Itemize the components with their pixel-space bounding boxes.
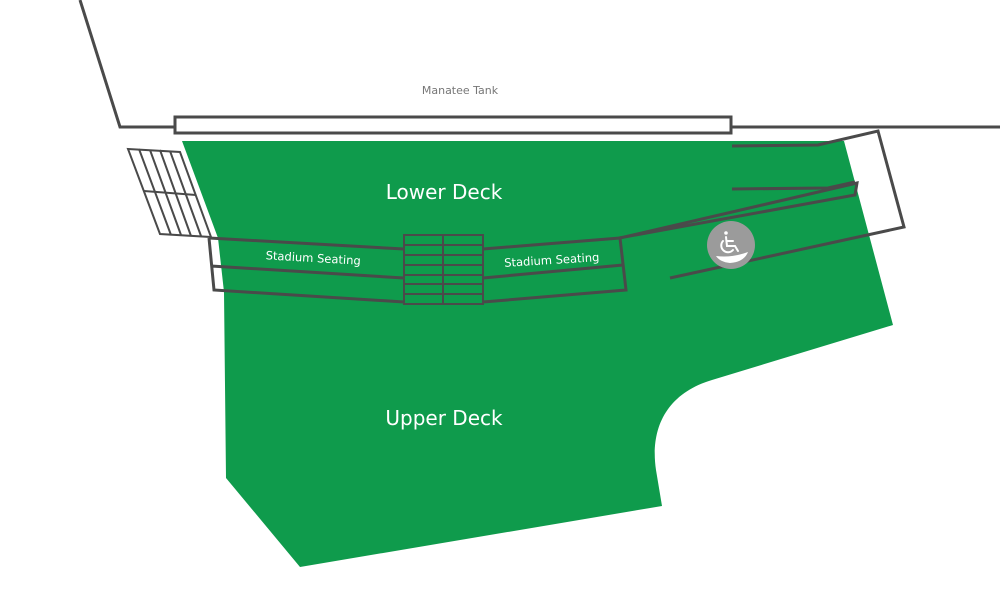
- stairs[interactable]: [403, 234, 484, 305]
- seating-right-label: Stadium Seating: [504, 250, 600, 270]
- stadium-seating-left[interactable]: Stadium Seating: [207, 236, 405, 304]
- seating-left-label: Stadium Seating: [265, 248, 361, 267]
- manatee-tank-rail[interactable]: [173, 115, 733, 135]
- manatee-tank-label: Manatee Tank: [422, 84, 499, 97]
- wheelchair-ramp: [716, 252, 748, 263]
- manatee-tank-boundary: [78, 0, 1000, 129]
- upper-deck-label: Upper Deck: [385, 406, 503, 430]
- walkway-lower-rail: [731, 180, 856, 191]
- seating-left-outline: [207, 236, 405, 304]
- walkway-upper-rail: [669, 129, 906, 280]
- bleachers-midline: [143, 190, 197, 196]
- stadium-seating-right[interactable]: Stadium Seating: [482, 181, 859, 304]
- stairs-steps: [404, 244, 483, 295]
- lower-deck-label: Lower Deck: [386, 180, 503, 204]
- accessibility-badge[interactable]: [707, 221, 755, 269]
- wheelchair-accessible-icon: [720, 231, 739, 254]
- deck-area[interactable]: [182, 141, 893, 567]
- walkway-right: [669, 129, 906, 280]
- bleachers-rows: [138, 148, 202, 237]
- seating-right-outline: [482, 181, 859, 304]
